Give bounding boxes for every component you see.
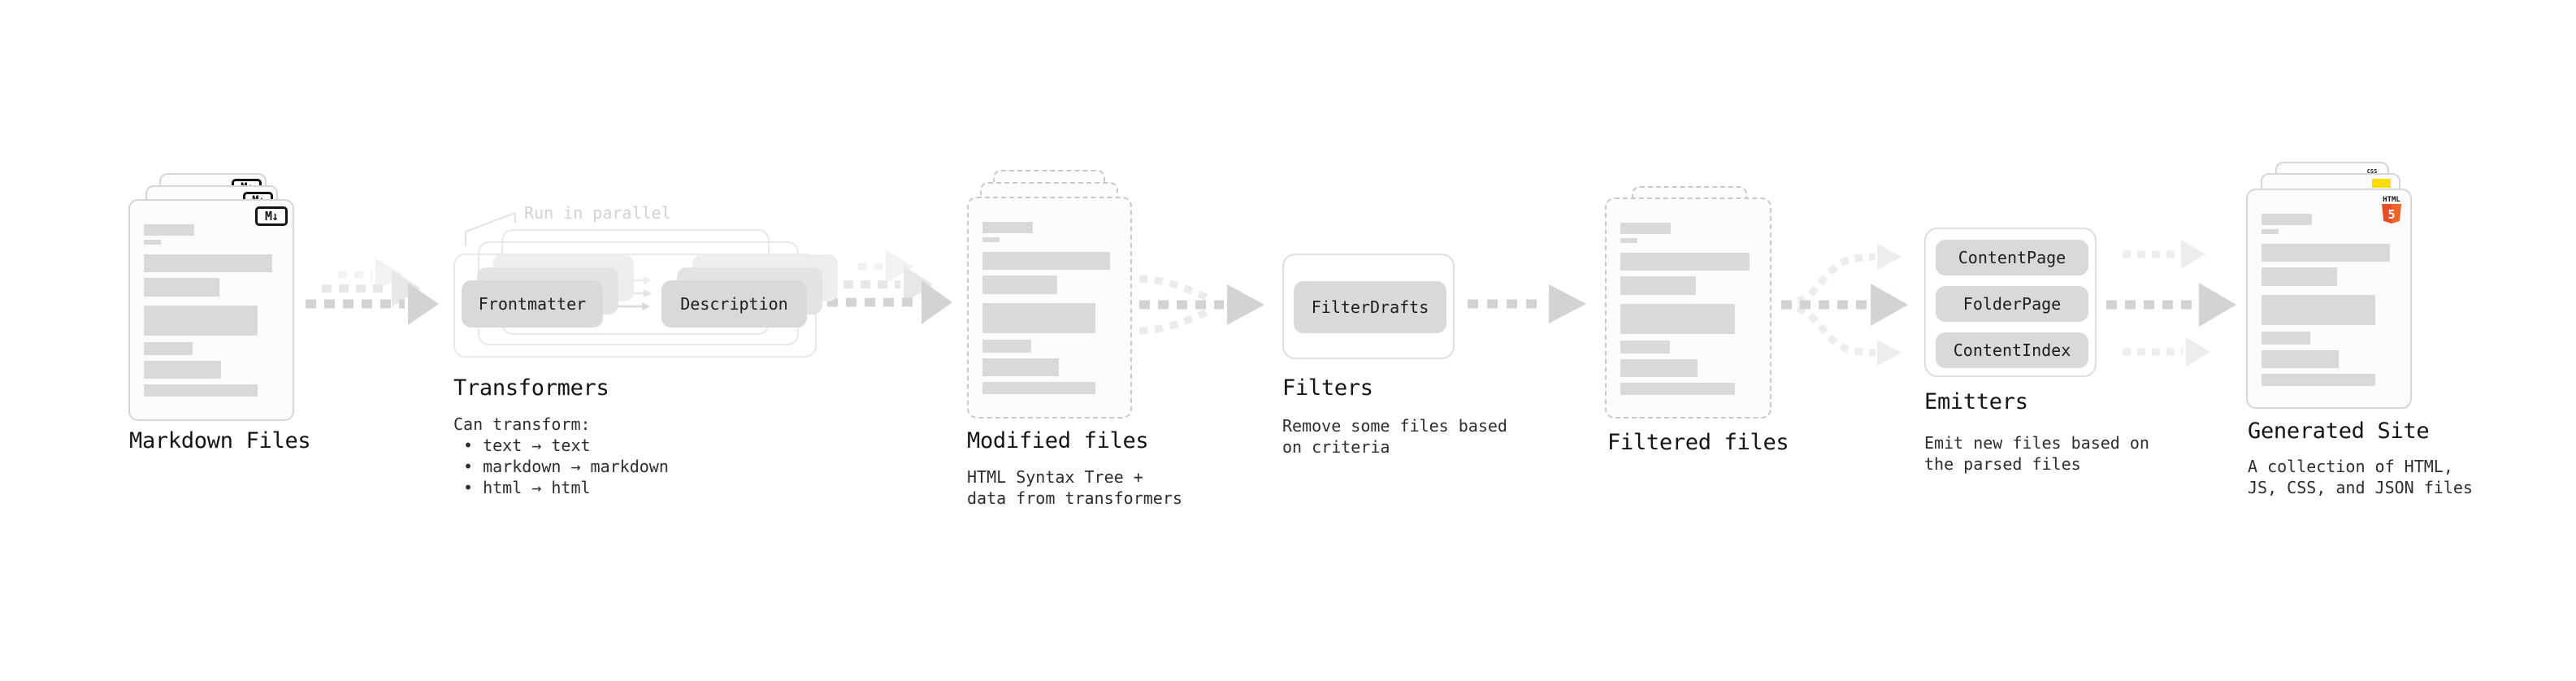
- emitters-container: ContentPage FolderPage ContentIndex: [1924, 228, 2097, 377]
- text-line-placeholder: [1620, 304, 1736, 334]
- arrow-filters-to-filtered: [1468, 284, 1586, 323]
- description-line: Can transform:: [453, 414, 591, 434]
- bullet-line: • text → text: [463, 436, 591, 455]
- description-line: A collection of HTML,: [2248, 457, 2453, 476]
- filters-description: Remove some files based on criteria: [1282, 415, 1507, 458]
- html5-icon: HTML 5: [2382, 196, 2401, 223]
- description-line: Remove some files based: [1282, 416, 1507, 436]
- document-text-placeholders: [2262, 190, 2394, 386]
- arrow-transformers-to-modified: [827, 249, 952, 324]
- description-line: data from transformers: [967, 488, 1182, 508]
- description-transformer-chip: Description: [661, 280, 807, 327]
- modified-document-card: [967, 197, 1132, 419]
- text-line-placeholder: [982, 222, 1033, 233]
- transformers-label: Transformers: [453, 375, 609, 401]
- text-line-placeholder: [2262, 214, 2312, 225]
- emitters-label: Emitters: [1924, 389, 2028, 414]
- arrow-filtered-to-emitters: [1781, 244, 1908, 366]
- filters-label: Filters: [1282, 375, 1373, 401]
- text-line-placeholder: [144, 342, 193, 355]
- text-line-placeholder: [144, 224, 194, 236]
- arrow-emitters-to-generated: [2106, 240, 2236, 367]
- run-in-parallel-annotation: Run in parallel: [524, 203, 671, 223]
- markdown-icon: M↓: [255, 206, 288, 226]
- text-line-placeholder: [1620, 340, 1670, 354]
- js-file-icon: [2372, 179, 2391, 188]
- run-in-parallel-leader-line: [465, 212, 516, 246]
- description-line: HTML Syntax Tree +: [967, 467, 1143, 487]
- text-line-placeholder: [144, 384, 258, 397]
- text-line-placeholder: [144, 254, 273, 272]
- text-line-placeholder: [1620, 253, 1750, 271]
- generated-site-label: Generated Site: [2248, 419, 2430, 444]
- text-line-placeholder: [2262, 267, 2337, 286]
- text-line-placeholder: [2262, 332, 2311, 345]
- description-line: JS, CSS, and JSON files: [2248, 478, 2473, 497]
- filtered-document-card: [1605, 197, 1772, 419]
- document-text-placeholders: [144, 201, 276, 397]
- emitters-description: Emit new files based on the parsed files: [1924, 432, 2149, 475]
- text-line-placeholder: [2262, 374, 2376, 386]
- filters-container: FilterDrafts: [1282, 254, 1455, 359]
- text-line-placeholder: [982, 358, 1059, 376]
- text-line-placeholder: [982, 303, 1096, 333]
- text-line-placeholder: [2262, 229, 2279, 234]
- text-line-placeholder: [982, 382, 1096, 394]
- text-line-placeholder: [982, 252, 1111, 270]
- bullet-line: • html → html: [463, 478, 591, 497]
- text-line-placeholder: [982, 275, 1058, 294]
- modified-files-label: Modified files: [967, 428, 1149, 453]
- text-line-placeholder: [1620, 383, 1736, 395]
- arrow-modified-to-filters: [1138, 275, 1264, 335]
- content-index-chip: ContentIndex: [1936, 332, 2088, 368]
- frontmatter-transformer-chip: Frontmatter: [462, 280, 603, 327]
- text-line-placeholder: [2262, 295, 2376, 325]
- bullet-line: • markdown → markdown: [463, 457, 669, 476]
- text-line-placeholder: [144, 306, 258, 336]
- text-line-placeholder: [2262, 350, 2339, 368]
- svg-text:5: 5: [2387, 207, 2395, 222]
- modified-files-description: HTML Syntax Tree + data from transformer…: [967, 466, 1182, 509]
- text-line-placeholder: [1620, 276, 1697, 295]
- document-text-placeholders: [1620, 199, 1754, 395]
- text-line-placeholder: [982, 340, 1031, 353]
- description-line: on criteria: [1282, 437, 1390, 457]
- text-line-placeholder: [1620, 238, 1638, 243]
- text-line-placeholder: [144, 278, 219, 297]
- filtered-files-label: Filtered files: [1607, 430, 1789, 455]
- text-line-placeholder: [982, 237, 1000, 242]
- markdown-files-label: Markdown Files: [129, 428, 311, 453]
- text-line-placeholder: [144, 240, 162, 245]
- description-line: the parsed files: [1924, 454, 2081, 474]
- description-line: Emit new files based on: [1924, 433, 2149, 453]
- text-line-placeholder: [1620, 223, 1672, 234]
- document-text-placeholders: [982, 198, 1114, 394]
- generated-site-document-card: HTML 5: [2246, 189, 2412, 409]
- svg-text:HTML: HTML: [2383, 196, 2400, 204]
- markdown-document-card: M↓: [128, 199, 294, 421]
- content-page-chip: ContentPage: [1936, 240, 2088, 275]
- folder-page-chip: FolderPage: [1936, 286, 2088, 322]
- transformers-description: Can transform: • text → text • markdown …: [453, 414, 669, 498]
- arrow-markdown-to-transformers: [306, 258, 439, 325]
- text-line-placeholder: [144, 361, 221, 379]
- filter-drafts-chip: FilterDrafts: [1294, 281, 1446, 333]
- text-line-placeholder: [2262, 244, 2391, 262]
- text-line-placeholder: [1620, 359, 1698, 377]
- generated-site-description: A collection of HTML, JS, CSS, and JSON …: [2248, 456, 2473, 498]
